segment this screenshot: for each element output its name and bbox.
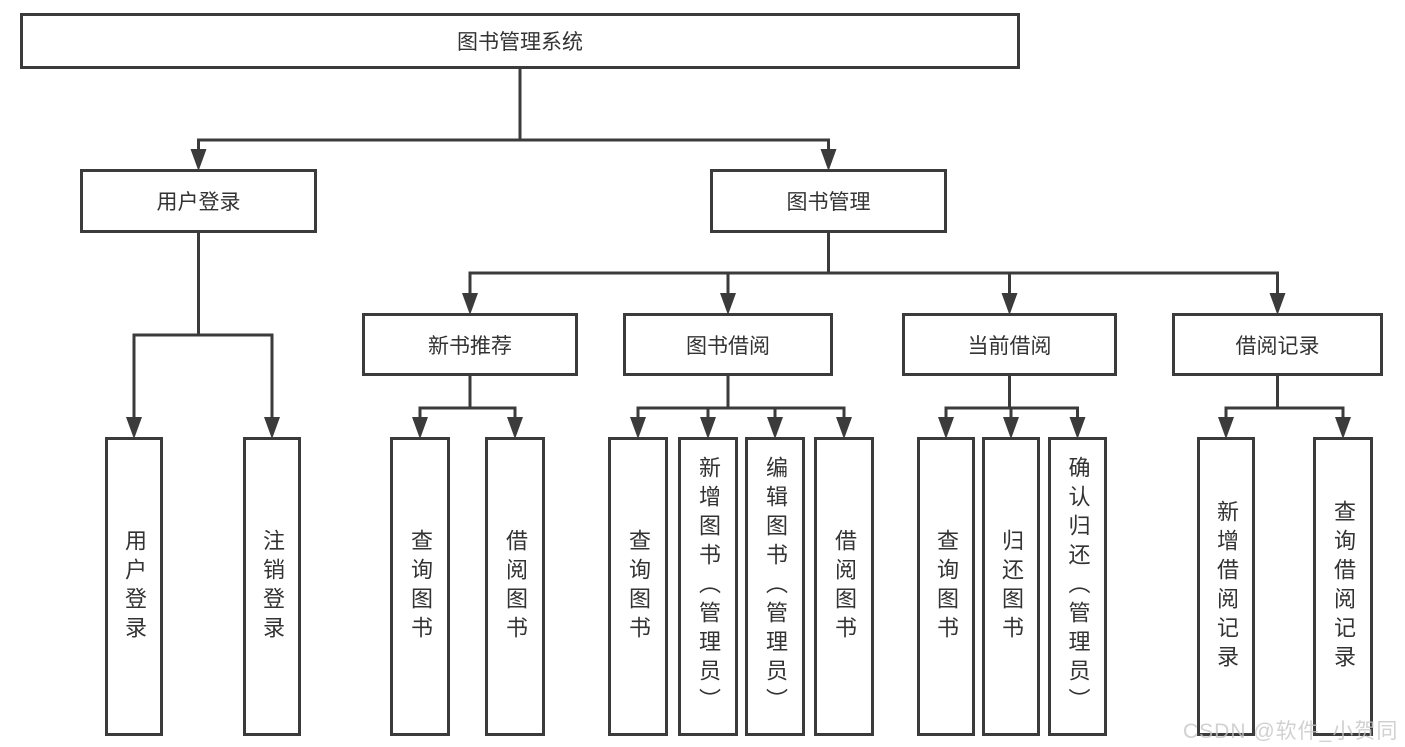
watermark: CSDN @软件_小贺同学 (1183, 720, 1399, 743)
node-leaf-query-book-2: 查询图书 (608, 437, 668, 736)
node-book-mgmt: 图书管理 (710, 169, 947, 233)
node-leaf-query-borrow-record: 查询借阅记录 (1313, 437, 1373, 736)
node-leaf-edit-book: 编辑图书（管理员） (745, 437, 805, 736)
node-leaf-add-book: 新增图书（管理员） (678, 437, 738, 736)
node-leaf-borrow-book-2: 借阅图书 (814, 437, 874, 736)
node-leaf-query-book-1: 查询图书 (390, 437, 450, 736)
node-current-borrow: 当前借阅 (902, 313, 1117, 376)
node-leaf-add-borrow-record: 新增借阅记录 (1197, 437, 1255, 736)
node-root: 图书管理系统 (20, 13, 1020, 69)
node-leaf-user-login: 用户登录 (105, 437, 163, 736)
node-leaf-logout: 注销登录 (243, 437, 301, 736)
node-leaf-confirm-return: 确认归还（管理员） (1048, 437, 1107, 736)
node-new-book-rec: 新书推荐 (362, 313, 578, 376)
node-user-login: 用户登录 (80, 169, 317, 233)
node-borrow-records: 借阅记录 (1172, 313, 1383, 376)
node-leaf-query-book-3: 查询图书 (917, 437, 975, 736)
node-leaf-borrow-book-1: 借阅图书 (485, 437, 545, 736)
node-leaf-return-book: 归还图书 (982, 437, 1040, 736)
node-book-borrow: 图书借阅 (623, 313, 833, 376)
